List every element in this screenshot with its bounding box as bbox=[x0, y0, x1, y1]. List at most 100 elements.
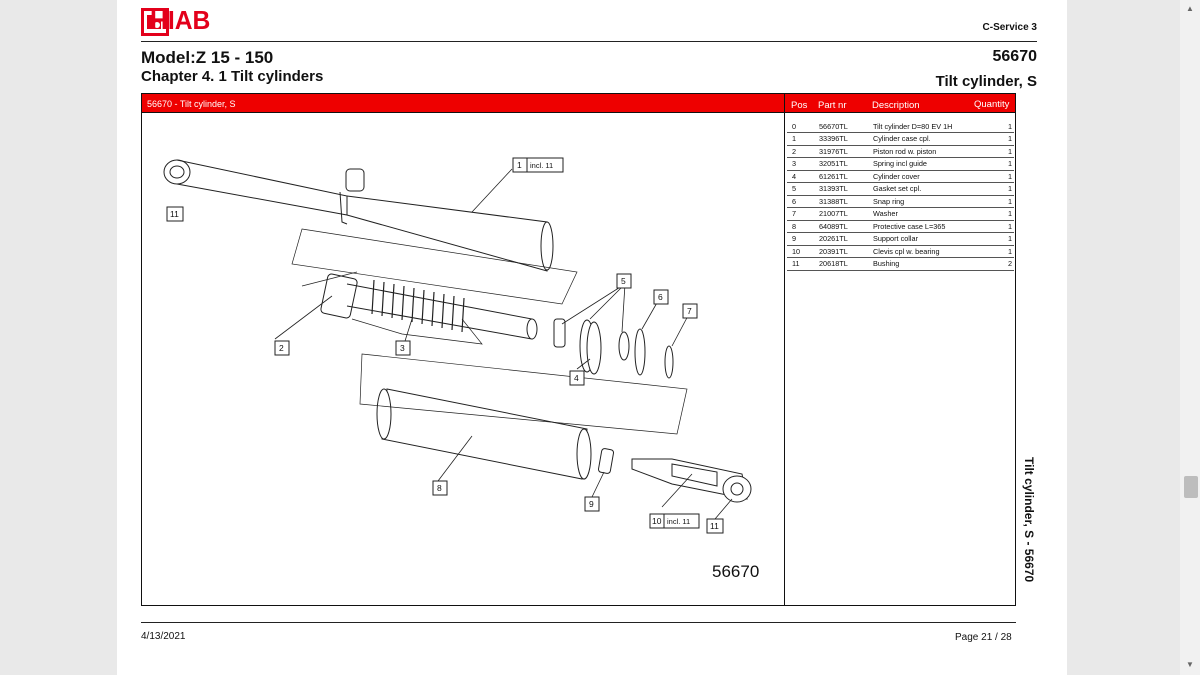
document-subtitle: Tilt cylinder, S bbox=[935, 73, 1037, 90]
footer-date: 4/13/2021 bbox=[141, 631, 186, 642]
cell-quantity: 1 bbox=[1000, 207, 1014, 221]
chapter-title: Chapter 4. 1 Tilt cylinders bbox=[141, 68, 324, 85]
cell-quantity: 1 bbox=[1000, 145, 1014, 158]
parts-frame: 56670 - Tilt cylinder, S Pos Part nr Des… bbox=[141, 93, 1016, 606]
callout-7: 7 bbox=[682, 303, 698, 319]
side-label: Tilt cylinder, S - 56670 bbox=[1022, 457, 1036, 583]
callout-10-number: 10 bbox=[652, 516, 662, 526]
callout-10-note: incl. 11 bbox=[667, 517, 690, 526]
callout-11-bottom: 11 bbox=[706, 518, 724, 534]
callout-11-top: 11 bbox=[166, 206, 184, 222]
gasket-rings-part bbox=[553, 318, 674, 379]
cylinder-case-part bbox=[163, 159, 578, 305]
cell-pos: 6 bbox=[787, 195, 814, 208]
cell-description: Bushing bbox=[868, 257, 1000, 271]
column-divider bbox=[784, 94, 785, 605]
model-title: Model:Z 15 - 150 bbox=[141, 48, 274, 67]
cell-pos: 2 bbox=[787, 145, 814, 158]
cell-description: Clevis cpl w. bearing bbox=[868, 245, 1000, 258]
cell-pos: 10 bbox=[787, 245, 814, 258]
cell-part-number: 33396TL bbox=[814, 132, 868, 146]
cell-quantity: 1 bbox=[1000, 220, 1014, 233]
service-label: C-Service 3 bbox=[982, 22, 1037, 33]
cell-part-number: 32051TL bbox=[814, 157, 868, 171]
callout-4: 4 bbox=[569, 370, 585, 386]
callout-6-number: 6 bbox=[658, 292, 663, 302]
clevis-part bbox=[631, 458, 752, 503]
callout-9: 9 bbox=[584, 496, 600, 512]
cell-quantity: 1 bbox=[1000, 232, 1014, 246]
cell-pos: 0 bbox=[787, 120, 814, 133]
footer-page-number: Page 21 / 28 bbox=[955, 632, 1012, 643]
footer-divider bbox=[141, 622, 1016, 623]
cell-part-number: 20391TL bbox=[814, 245, 868, 258]
cell-part-number: 61261TL bbox=[814, 170, 868, 183]
cell-description: Protective case L=365 bbox=[868, 220, 1000, 233]
support-collar-part bbox=[597, 448, 615, 474]
callout-8: 8 bbox=[432, 480, 448, 496]
callout-8-number: 8 bbox=[437, 483, 442, 493]
frame-header-bar: 56670 - Tilt cylinder, S Pos Part nr Des… bbox=[142, 94, 1015, 113]
vertical-scrollbar[interactable] bbox=[1180, 0, 1200, 675]
callout-5: 5 bbox=[616, 273, 632, 289]
cell-description: Cylinder case cpl. bbox=[868, 132, 1000, 146]
cell-quantity: 1 bbox=[1000, 132, 1014, 146]
col-quantity-header: Quantity bbox=[974, 99, 1010, 110]
callout-7-number: 7 bbox=[687, 306, 692, 316]
callout-9-number: 9 bbox=[589, 499, 594, 509]
cell-description: Snap ring bbox=[868, 195, 1000, 208]
callout-6: 6 bbox=[653, 289, 669, 305]
cell-description: Cylinder cover bbox=[868, 170, 1000, 183]
col-description-header: Description bbox=[872, 100, 920, 111]
cell-pos: 5 bbox=[787, 182, 814, 196]
col-partnr-header: Part nr bbox=[818, 100, 847, 111]
protective-case-part bbox=[359, 353, 688, 480]
scroll-down-arrow-icon[interactable]: ▼ bbox=[1186, 660, 1194, 669]
cell-quantity: 2 bbox=[1000, 257, 1014, 271]
callout-1-note: incl. 11 bbox=[530, 161, 553, 170]
callout-1-number: 1 bbox=[517, 160, 522, 170]
document-page: HIAB C-Service 3 Model:Z 15 - 150 Chapte… bbox=[117, 0, 1067, 675]
cell-description: Washer bbox=[868, 207, 1000, 221]
cell-pos: 11 bbox=[787, 257, 814, 271]
cell-part-number: 21007TL bbox=[814, 207, 868, 221]
col-pos-header: Pos bbox=[791, 100, 808, 111]
cell-quantity: 1 bbox=[1000, 245, 1014, 258]
side-label-text: Tilt cylinder, S - 56670 bbox=[1022, 457, 1036, 583]
callout-3-number: 3 bbox=[400, 343, 405, 353]
cell-description: Gasket set cpl. bbox=[868, 182, 1000, 196]
cell-pos: 3 bbox=[787, 157, 814, 171]
callout-2-number: 2 bbox=[279, 343, 284, 353]
document-number: 56670 bbox=[992, 48, 1038, 65]
cell-quantity: 1 bbox=[1000, 157, 1014, 171]
scrollbar-thumb[interactable] bbox=[1184, 476, 1198, 498]
cell-description: Piston rod w. piston bbox=[868, 145, 1000, 158]
cell-part-number: 31393TL bbox=[814, 182, 868, 196]
cell-pos: 1 bbox=[787, 132, 814, 146]
brand-wordmark: HIAB bbox=[150, 5, 211, 35]
hiab-logo bbox=[141, 8, 169, 36]
callout-4-number: 4 bbox=[574, 373, 579, 383]
cell-description: Spring incl guide bbox=[868, 157, 1000, 171]
scroll-up-arrow-icon[interactable]: ▲ bbox=[1186, 4, 1194, 13]
callout-10: 10 incl. 11 bbox=[649, 513, 700, 529]
cell-quantity: 1 bbox=[1000, 182, 1014, 196]
callout-1: 1 incl. 11 bbox=[512, 157, 564, 173]
frame-title: 56670 - Tilt cylinder, S bbox=[147, 99, 236, 109]
callout-5-number: 5 bbox=[621, 276, 626, 286]
callout-2: 2 bbox=[274, 340, 290, 356]
cell-part-number: 20618TL bbox=[814, 257, 868, 271]
cell-description: Tilt cylinder D=80 EV 1H bbox=[868, 120, 1000, 133]
piston-rod-part bbox=[301, 271, 538, 345]
drawing-number: 56670 bbox=[712, 562, 759, 581]
cell-part-number: 56670TL bbox=[814, 120, 868, 133]
